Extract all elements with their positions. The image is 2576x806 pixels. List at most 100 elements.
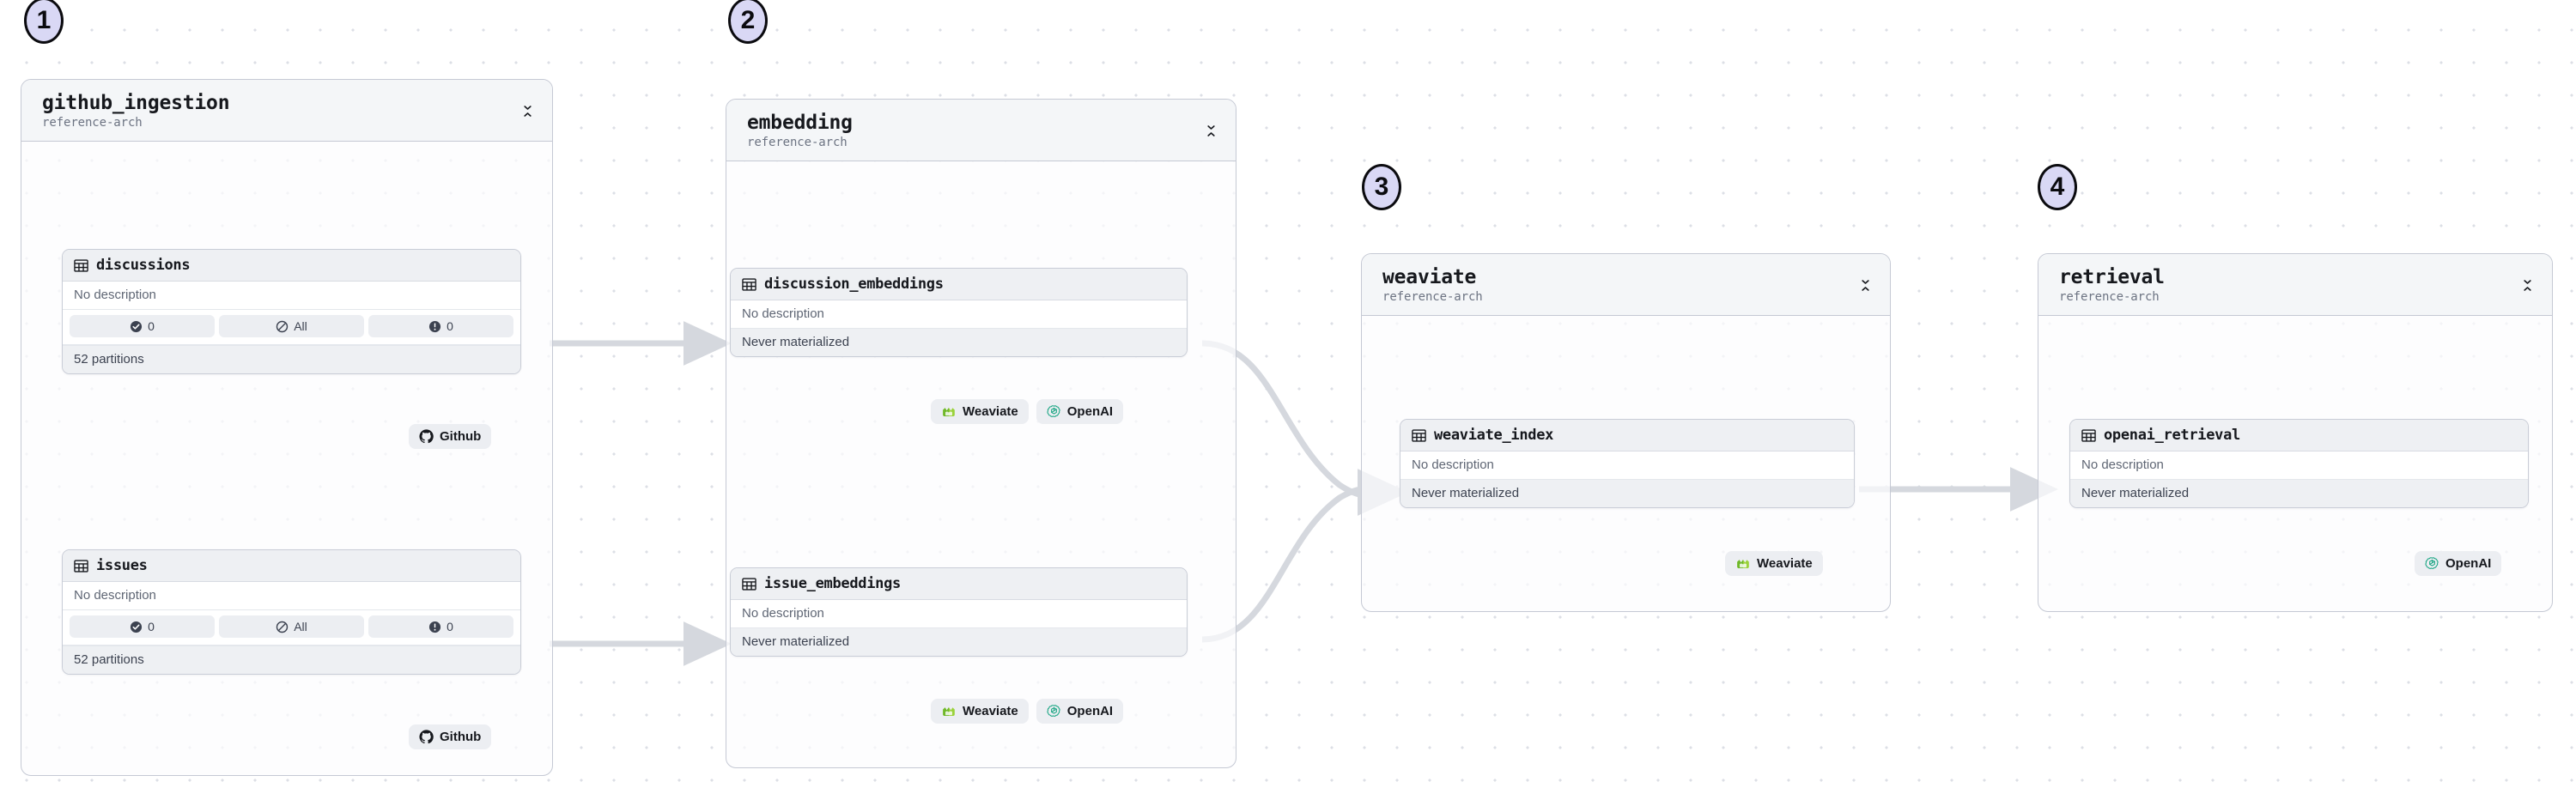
tag-openai[interactable]: OpenAI xyxy=(1036,399,1124,424)
step-badge-1: 1 xyxy=(24,0,64,44)
tag-weaviate[interactable]: Weaviate xyxy=(931,699,1029,724)
github-icon xyxy=(419,730,434,744)
group-subtitle: reference-arch xyxy=(747,136,848,150)
group-header-embedding[interactable]: embedding reference-arch xyxy=(726,100,1236,162)
tag-label: Github xyxy=(440,429,482,444)
pill-materialized-count[interactable]: 0 xyxy=(70,315,215,337)
asset-description: No description xyxy=(2070,451,2528,480)
group-header-weaviate[interactable]: weaviate reference-arch xyxy=(1362,254,1890,317)
asset-node-issue-embeddings[interactable]: issue_embeddings No description Never ma… xyxy=(730,567,1188,657)
step-badge-3: 3 xyxy=(1362,164,1401,210)
asset-node-weaviate-index[interactable]: weaviate_index No description Never mate… xyxy=(1400,419,1855,508)
exclamation-circle-icon xyxy=(429,621,441,633)
tag-openai[interactable]: OpenAI xyxy=(2415,551,2502,576)
chevron-collapse-icon[interactable] xyxy=(518,98,537,124)
asset-name: issue_embeddings xyxy=(764,575,901,592)
asset-materialization-status: Never materialized xyxy=(2070,480,2528,507)
eye-slash-icon xyxy=(276,320,289,332)
asset-node-discussion-embeddings[interactable]: discussion_embeddings No description Nev… xyxy=(730,268,1188,357)
asset-description: No description xyxy=(63,282,520,310)
tag-label: Github xyxy=(440,730,482,744)
group-subtitle: reference-arch xyxy=(42,116,143,130)
group-header-retrieval[interactable]: retrieval reference-arch xyxy=(2038,254,2552,317)
tag-label: OpenAI xyxy=(1066,704,1114,718)
pill-value: 0 xyxy=(148,620,155,633)
pill-missing-count[interactable]: All xyxy=(219,615,364,638)
table-icon xyxy=(2081,428,2096,442)
asset-description: No description xyxy=(63,582,520,610)
pill-missing-count[interactable]: All xyxy=(219,315,364,337)
asset-name: discussion_embeddings xyxy=(764,276,944,293)
tag-row-issues: Github xyxy=(409,724,492,749)
asset-node-issues[interactable]: issues No description 0 All xyxy=(62,549,521,675)
asset-header: issue_embeddings xyxy=(731,568,1187,600)
pill-value: All xyxy=(294,620,307,633)
pill-value: 0 xyxy=(447,319,453,333)
tag-row-weaviate-index: Weaviate xyxy=(1725,551,1823,576)
asset-name: weaviate_index xyxy=(1434,427,1554,444)
pill-failed-count[interactable]: 0 xyxy=(368,615,513,638)
group-title: retrieval xyxy=(2059,266,2165,288)
step-badge-2: 2 xyxy=(728,0,768,44)
eye-slash-icon xyxy=(276,621,289,633)
asset-status-pills: 0 All 0 xyxy=(63,610,520,645)
tag-weaviate[interactable]: Weaviate xyxy=(1725,551,1823,576)
group-subtitle: reference-arch xyxy=(1382,290,1483,305)
weaviate-icon xyxy=(941,704,957,719)
exclamation-circle-icon xyxy=(429,320,441,332)
pill-failed-count[interactable]: 0 xyxy=(368,315,513,337)
table-icon xyxy=(74,258,88,272)
tag-openai[interactable]: OpenAI xyxy=(1036,699,1124,724)
group-subtitle: reference-arch xyxy=(2059,290,2160,305)
chevron-collapse-icon[interactable] xyxy=(1856,272,1874,298)
table-icon xyxy=(742,277,756,291)
pill-value: All xyxy=(294,319,307,333)
openai-icon xyxy=(1047,704,1061,718)
asset-description: No description xyxy=(731,600,1187,628)
table-icon xyxy=(74,559,88,573)
asset-header: discussion_embeddings xyxy=(731,269,1187,300)
asset-partition-count: 52 partitions xyxy=(63,645,520,674)
openai-icon xyxy=(1047,404,1061,419)
asset-node-discussions[interactable]: discussions No description 0 All xyxy=(62,249,521,374)
tag-label: OpenAI xyxy=(2445,556,2492,571)
group-body-github-ingestion xyxy=(21,142,552,775)
asset-materialization-status: Never materialized xyxy=(731,628,1187,656)
asset-name: issues xyxy=(96,557,148,574)
asset-materialization-status: Never materialized xyxy=(1400,480,1854,507)
asset-header: discussions xyxy=(63,250,520,282)
weaviate-icon xyxy=(941,404,957,420)
asset-materialization-status: Never materialized xyxy=(731,329,1187,356)
check-circle-icon xyxy=(131,320,143,332)
github-icon xyxy=(419,429,434,444)
tag-row-issue-embeddings: Weaviate OpenAI xyxy=(931,699,1124,724)
weaviate-icon xyxy=(1735,556,1751,572)
tag-github[interactable]: Github xyxy=(409,424,492,449)
tag-row-openai-retrieval: OpenAI xyxy=(2415,551,2502,576)
table-icon xyxy=(742,577,756,591)
asset-node-openai-retrieval[interactable]: openai_retrieval No description Never ma… xyxy=(2069,419,2529,508)
asset-name: discussions xyxy=(96,257,191,274)
asset-header: weaviate_index xyxy=(1400,420,1854,451)
tag-weaviate[interactable]: Weaviate xyxy=(931,399,1029,424)
asset-description: No description xyxy=(731,300,1187,329)
tag-github[interactable]: Github xyxy=(409,724,492,749)
tag-row-discussions: Github xyxy=(409,424,492,449)
chevron-collapse-icon[interactable] xyxy=(1201,118,1220,143)
asset-header: openai_retrieval xyxy=(2070,420,2528,451)
group-title: weaviate xyxy=(1382,266,1477,288)
group-title: embedding xyxy=(747,112,853,134)
group-header-github-ingestion[interactable]: github_ingestion reference-arch xyxy=(21,80,552,142)
group-embedding[interactable]: embedding reference-arch xyxy=(726,99,1236,768)
pill-materialized-count[interactable]: 0 xyxy=(70,615,215,638)
asset-status-pills: 0 All 0 xyxy=(63,310,520,345)
pill-value: 0 xyxy=(447,620,453,633)
asset-name: openai_retrieval xyxy=(2104,427,2240,444)
asset-header: issues xyxy=(63,550,520,582)
table-icon xyxy=(1412,428,1426,442)
tag-label: Weaviate xyxy=(1757,556,1813,571)
group-title: github_ingestion xyxy=(42,92,230,114)
chevron-collapse-icon[interactable] xyxy=(2518,272,2537,298)
group-body-embedding xyxy=(726,161,1236,767)
